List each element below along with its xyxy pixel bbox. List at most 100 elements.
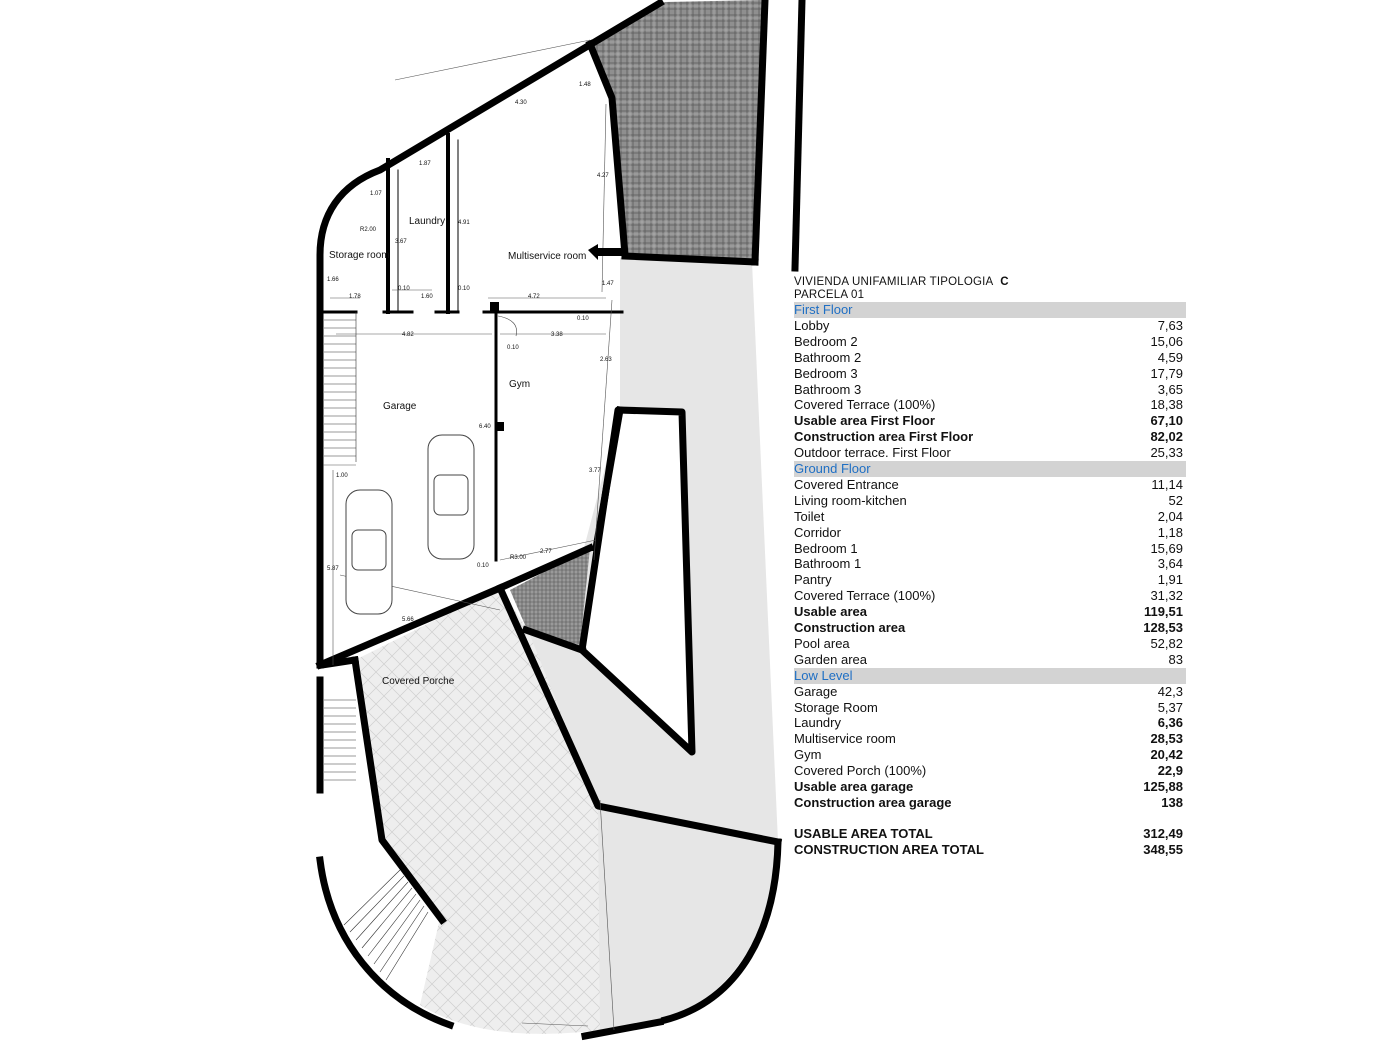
dimension-label: 4.82 <box>402 332 414 338</box>
dimension-label: 1.00 <box>336 473 348 479</box>
dimension-label: 5.66 <box>402 617 414 623</box>
row-label: Lobby <box>794 318 830 333</box>
walls <box>315 0 806 1041</box>
row-value: 7,63 <box>1157 318 1183 333</box>
column-marker <box>490 302 499 311</box>
hatched-courtyard <box>590 0 765 262</box>
row-label: Construction area First Floor <box>794 429 974 445</box>
row-label: Corridor <box>794 524 841 540</box>
row-label: Pool area <box>794 635 850 651</box>
total-row: CONSTRUCTION AREA TOTAL 348,55 <box>794 842 1186 858</box>
dimension-label: 1.07 <box>370 191 382 197</box>
row-value: 52 <box>1168 492 1183 508</box>
stairs <box>324 312 429 981</box>
table-row: Covered Entrance 11,14 <box>794 477 1186 493</box>
dimension-label: 4.27 <box>597 173 609 179</box>
table-row: Living room-kitchen 52 <box>794 493 1186 509</box>
table-row: Gym 20,42 <box>794 747 1186 763</box>
row-value: 25,33 <box>1150 445 1183 461</box>
row-label: Covered Entrance <box>794 477 899 493</box>
row-label: Laundry <box>794 715 841 731</box>
arrow-icon <box>588 244 625 260</box>
row-value: 3,65 <box>1157 381 1183 397</box>
row-label: Bedroom 3 <box>794 365 858 381</box>
row-label: Living room-kitchen <box>794 492 907 508</box>
row-value: 6,36 <box>1157 715 1183 731</box>
total-value: 348,55 <box>1143 842 1183 858</box>
row-value: 2,04 <box>1157 508 1183 524</box>
row-label: Pantry <box>794 572 832 588</box>
dimension-label: 0.10 <box>507 345 519 351</box>
dimension-label: 3.77 <box>589 468 601 474</box>
dimension-label: 1.78 <box>349 294 361 300</box>
interior-walls <box>320 133 624 562</box>
table-row: Toilet 2,04 <box>794 509 1186 525</box>
row-value: 20,42 <box>1150 747 1183 763</box>
dimension-label: 4.72 <box>528 294 540 300</box>
dimension-label: 0.10 <box>477 563 489 569</box>
table-row: Bathroom 3 3,65 <box>794 382 1186 398</box>
room-label-multiservice: Multiservice room <box>508 251 586 262</box>
row-label: Garden area <box>794 651 867 667</box>
row-label: Usable area garage <box>794 779 914 795</box>
row-value: 128,53 <box>1143 620 1183 636</box>
covered-porch-paving <box>355 588 600 1034</box>
dimension-label: R2.00 <box>360 227 377 233</box>
dimension-label: 4.91 <box>458 220 470 226</box>
dimension-label: R3.00 <box>510 555 527 561</box>
room-label-covered-porche: Covered Porche <box>382 676 455 687</box>
row-value: 22,9 <box>1157 763 1183 779</box>
row-label: Toilet <box>794 508 825 524</box>
table-row: Corridor 1,18 <box>794 525 1186 541</box>
dimension-label: 1.66 <box>327 277 339 283</box>
row-label: Covered Terrace (100%) <box>794 397 936 413</box>
row-value: 15,69 <box>1150 540 1183 556</box>
row-label: Gym <box>794 747 822 763</box>
row-label: Storage Room <box>794 699 878 715</box>
row-label: Bathroom 1 <box>794 556 862 572</box>
row-value: 15,06 <box>1150 333 1183 349</box>
total-value: 312,49 <box>1143 826 1183 842</box>
row-value: 4,59 <box>1157 349 1183 365</box>
row-label: Bathroom 3 <box>794 381 862 397</box>
dimension-label: 1.87 <box>419 161 431 167</box>
row-label: Covered Terrace (100%) <box>794 588 936 604</box>
dimension-label: 0.10 <box>458 286 470 292</box>
row-value: 138 <box>1161 794 1183 810</box>
total-label: CONSTRUCTION AREA TOTAL <box>794 842 984 858</box>
row-value: 18,38 <box>1150 397 1183 413</box>
table-row: Bathroom 1 3,64 <box>794 556 1186 572</box>
row-value: 1,18 <box>1157 524 1183 540</box>
row-label: Multiservice room <box>794 731 896 747</box>
row-value: 3,64 <box>1157 556 1183 572</box>
table-row: Construction area First Floor 82,02 <box>794 429 1186 445</box>
table-row: Lobby 7,63 <box>794 318 1186 334</box>
table-row: Construction area 128,53 <box>794 620 1186 636</box>
row-value: 67,10 <box>1150 413 1183 429</box>
title-letter: C <box>1000 276 1009 288</box>
door-swing <box>497 315 517 337</box>
total-label: USABLE AREA TOTAL <box>794 826 933 842</box>
room-label-garage: Garage <box>383 401 417 412</box>
row-label: Construction area <box>794 620 906 636</box>
row-label: Usable area <box>794 604 867 620</box>
row-value: 17,79 <box>1150 365 1183 381</box>
row-value: 11,14 <box>1151 477 1183 493</box>
row-value: 82,02 <box>1150 429 1183 445</box>
total-row: USABLE AREA TOTAL 312,49 <box>794 826 1186 842</box>
spacer <box>794 811 1186 827</box>
section-header: First Floor <box>794 302 1186 318</box>
